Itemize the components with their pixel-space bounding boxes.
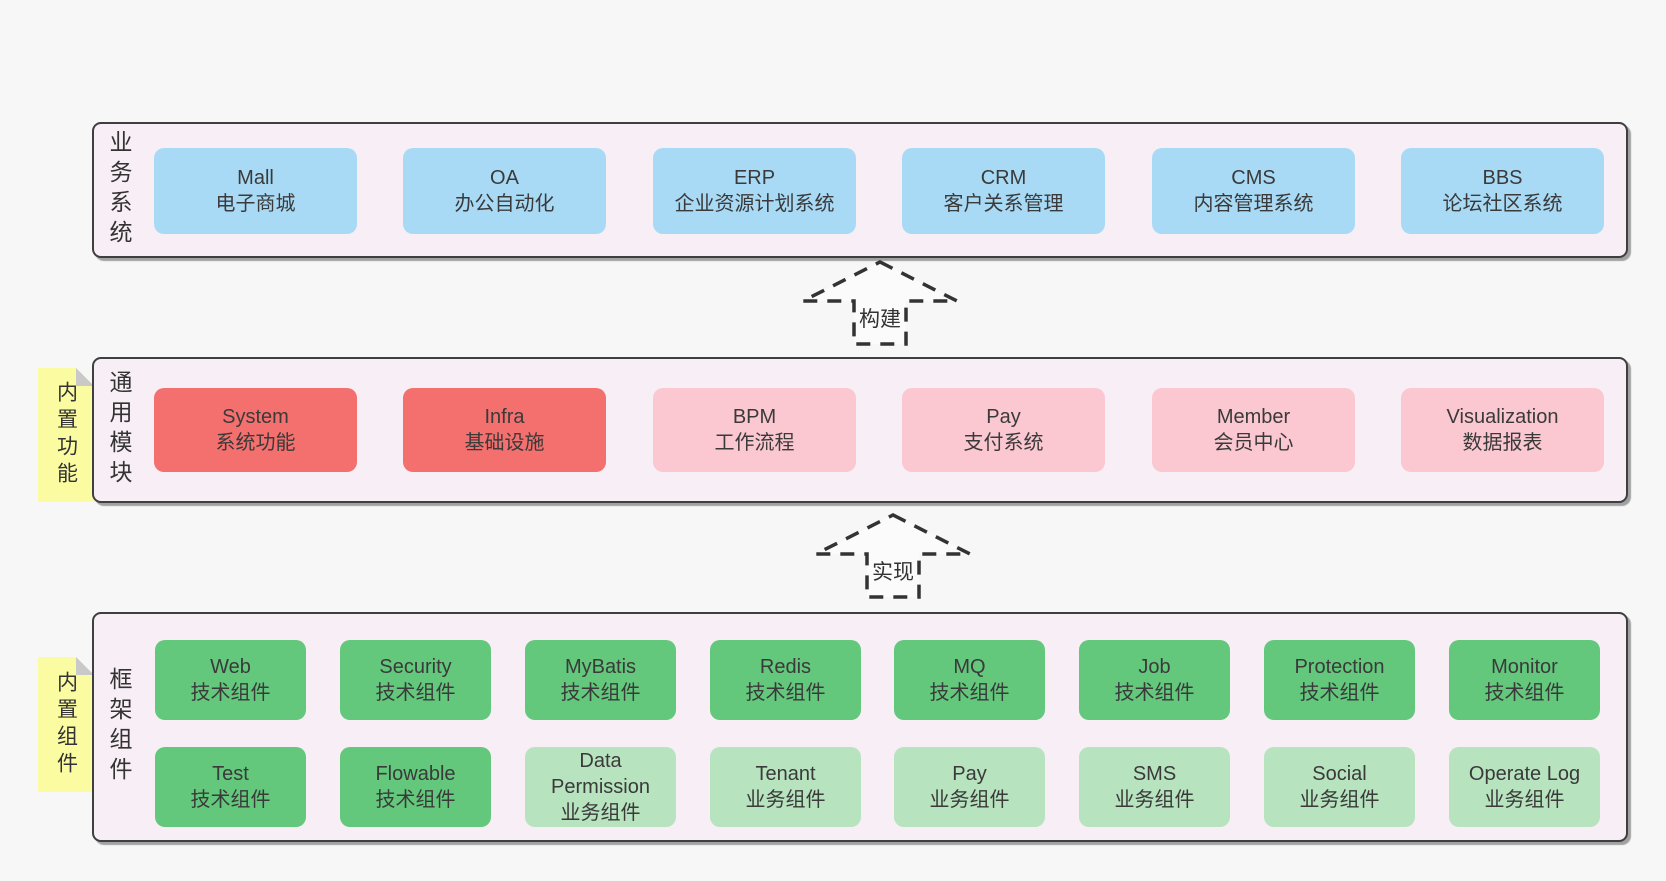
box-member: Member 会员中心 bbox=[1152, 388, 1355, 472]
box-desc: 技术组件 bbox=[190, 789, 271, 811]
box-name: OA bbox=[490, 167, 519, 189]
box-name: Tenant bbox=[755, 763, 816, 785]
band-label-business-systems: 业务系统 bbox=[106, 130, 132, 250]
box-cms: CMS 内容管理系统 bbox=[1152, 148, 1355, 234]
box-name: Monitor bbox=[1491, 656, 1558, 678]
box-name: Mall bbox=[237, 167, 274, 189]
band-label-common-modules: 通用模块 bbox=[106, 370, 132, 490]
box-desc: 业务组件 bbox=[1484, 789, 1565, 811]
box-crm: CRM 客户关系管理 bbox=[902, 148, 1105, 234]
box-name: Security bbox=[379, 656, 452, 678]
box-name: System bbox=[222, 406, 289, 428]
box-name: Infra bbox=[484, 406, 525, 428]
box-name: BBS bbox=[1482, 167, 1523, 189]
box-web: Web 技术组件 bbox=[155, 640, 306, 720]
box-security: Security 技术组件 bbox=[340, 640, 491, 720]
box-test: Test 技术组件 bbox=[155, 747, 306, 827]
box-oa: OA 办公自动化 bbox=[403, 148, 606, 234]
box-name: SMS bbox=[1132, 763, 1177, 785]
box-pay-module: Pay 支付系统 bbox=[902, 388, 1105, 472]
box-desc: 技术组件 bbox=[560, 682, 641, 704]
band-common-modules: 通用模块 System 系统功能 Infra 基础设施 BPM 工作流程 Pay… bbox=[92, 357, 1628, 503]
box-name: Redis bbox=[759, 656, 812, 678]
band-framework-components: 框架组件 Web 技术组件 Security 技术组件 MyBatis 技术组件… bbox=[92, 612, 1628, 842]
box-desc: 技术组件 bbox=[1484, 682, 1565, 704]
box-name: Web bbox=[210, 656, 251, 678]
sticky-note-built-in-features: 内置功能 bbox=[38, 368, 94, 502]
box-name: Job bbox=[1138, 656, 1171, 678]
box-desc: 工作流程 bbox=[714, 432, 795, 454]
box-erp: ERP 企业资源计划系统 bbox=[653, 148, 856, 234]
box-sms: SMS 业务组件 bbox=[1079, 747, 1230, 827]
box-desc: 技术组件 bbox=[929, 682, 1010, 704]
arrow-implement: 实现 bbox=[813, 512, 973, 600]
box-desc: 业务组件 bbox=[1114, 789, 1195, 811]
box-data-permission: Data Permission 业务组件 bbox=[525, 747, 676, 827]
box-desc: 业务组件 bbox=[1299, 789, 1380, 811]
box-visualization: Visualization 数据报表 bbox=[1401, 388, 1604, 472]
box-desc: 技术组件 bbox=[375, 789, 456, 811]
box-desc: 技术组件 bbox=[745, 682, 826, 704]
box-system: System 系统功能 bbox=[154, 388, 357, 472]
box-desc: 电子商城 bbox=[215, 193, 296, 215]
box-desc: 会员中心 bbox=[1213, 432, 1294, 454]
box-name: Test bbox=[212, 763, 249, 785]
arrow-label: 实现 bbox=[869, 556, 917, 586]
box-name: ERP bbox=[733, 167, 776, 189]
box-name: CRM bbox=[980, 167, 1027, 189]
box-desc: 技术组件 bbox=[375, 682, 456, 704]
box-mall: Mall 电子商城 bbox=[154, 148, 357, 234]
box-name: BPM bbox=[732, 406, 777, 428]
box-flowable: Flowable 技术组件 bbox=[340, 747, 491, 827]
box-name: Protection bbox=[1294, 656, 1385, 678]
box-desc: 数据报表 bbox=[1462, 432, 1543, 454]
box-protection: Protection 技术组件 bbox=[1264, 640, 1415, 720]
box-name: Flowable bbox=[375, 763, 456, 785]
box-name: Member bbox=[1216, 406, 1291, 428]
box-monitor: Monitor 技术组件 bbox=[1449, 640, 1600, 720]
band-business-systems: 业务系统 Mall 电子商城 OA 办公自动化 ERP 企业资源计划系统 CRM… bbox=[92, 122, 1628, 258]
box-name: Visualization bbox=[1446, 406, 1559, 428]
box-operate-log: Operate Log 业务组件 bbox=[1449, 747, 1600, 827]
box-name: Pay bbox=[952, 763, 987, 785]
box-desc: 技术组件 bbox=[190, 682, 271, 704]
box-name: MyBatis bbox=[564, 656, 637, 678]
box-name: Data Permission bbox=[551, 750, 650, 798]
box-desc: 业务组件 bbox=[745, 789, 826, 811]
box-pay-component: Pay 业务组件 bbox=[894, 747, 1045, 827]
box-name: MQ bbox=[953, 656, 986, 678]
box-name: Social bbox=[1312, 763, 1367, 785]
box-desc: 业务组件 bbox=[560, 802, 641, 824]
arrow-build: 构建 bbox=[800, 259, 960, 347]
box-desc: 论坛社区系统 bbox=[1442, 193, 1563, 215]
box-job: Job 技术组件 bbox=[1079, 640, 1230, 720]
sticky-note-built-in-components: 内置组件 bbox=[38, 657, 94, 792]
box-name: Pay bbox=[986, 406, 1021, 428]
box-mybatis: MyBatis 技术组件 bbox=[525, 640, 676, 720]
box-desc: 支付系统 bbox=[963, 432, 1044, 454]
box-desc: 内容管理系统 bbox=[1193, 193, 1314, 215]
box-mq: MQ 技术组件 bbox=[894, 640, 1045, 720]
box-bpm: BPM 工作流程 bbox=[653, 388, 856, 472]
box-desc: 企业资源计划系统 bbox=[674, 193, 835, 215]
box-desc: 技术组件 bbox=[1299, 682, 1380, 704]
box-desc: 业务组件 bbox=[929, 789, 1010, 811]
sticky-note-label: 内置功能 bbox=[54, 381, 78, 489]
arrow-label: 构建 bbox=[856, 303, 904, 333]
box-infra: Infra 基础设施 bbox=[403, 388, 606, 472]
sticky-note-label: 内置组件 bbox=[54, 670, 78, 779]
box-social: Social 业务组件 bbox=[1264, 747, 1415, 827]
box-name: CMS bbox=[1231, 167, 1276, 189]
box-desc: 客户关系管理 bbox=[943, 193, 1064, 215]
box-tenant: Tenant 业务组件 bbox=[710, 747, 861, 827]
box-redis: Redis 技术组件 bbox=[710, 640, 861, 720]
band-label-framework-components: 框架组件 bbox=[106, 667, 132, 787]
box-name: Operate Log bbox=[1468, 763, 1581, 785]
box-desc: 基础设施 bbox=[464, 432, 545, 454]
box-desc: 办公自动化 bbox=[454, 193, 555, 215]
box-desc: 技术组件 bbox=[1114, 682, 1195, 704]
box-desc: 系统功能 bbox=[215, 432, 296, 454]
box-bbs: BBS 论坛社区系统 bbox=[1401, 148, 1604, 234]
